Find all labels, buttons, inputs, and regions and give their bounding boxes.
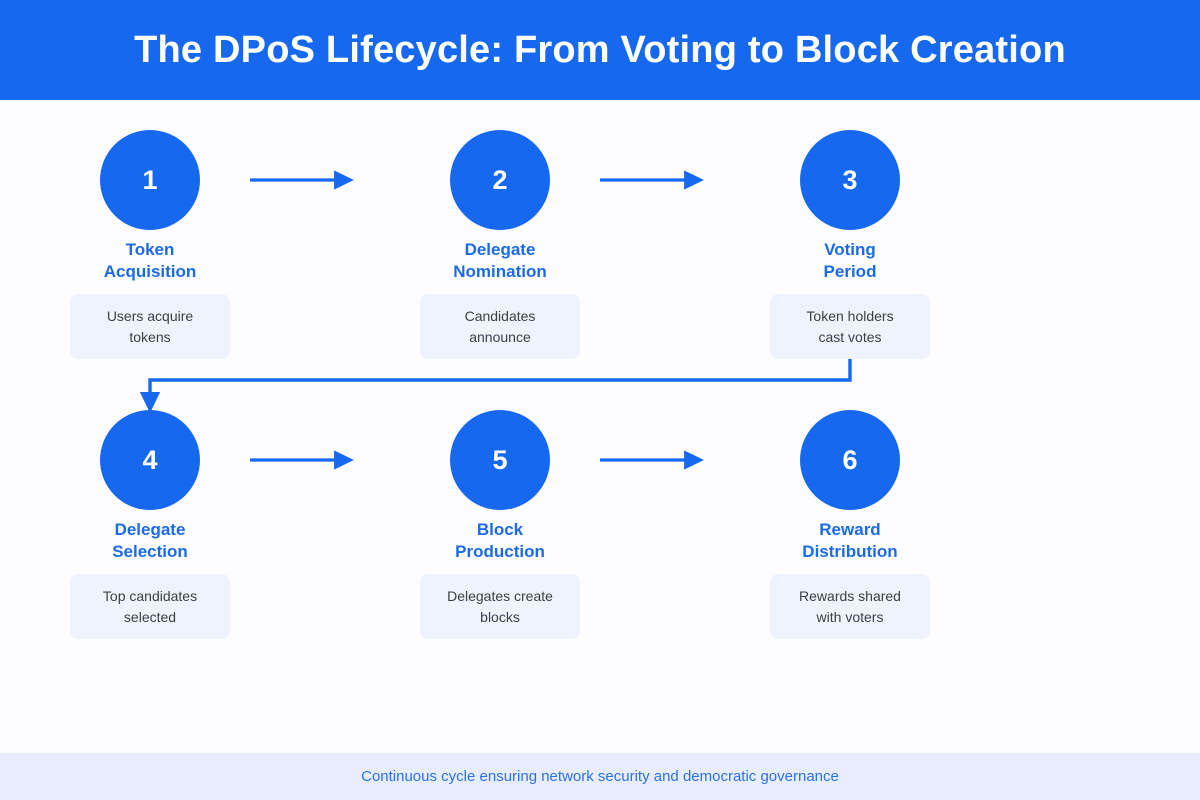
step-description-2-line2: announce [469,328,531,345]
step-label-1: Token Acquisition [40,239,260,283]
step-circle-6[interactable]: 6 [800,410,900,510]
step-label-3-line2: Period [823,262,877,281]
step-circle-2[interactable]: 2 [450,130,550,230]
step-number-6: 6 [842,444,858,475]
step-description-3-line2: cast votes [818,328,882,345]
step-description-card-6: Rewards shared with voters [770,574,930,639]
diagram-canvas: 1 Token Acquisition Users acquire tokens… [0,100,1200,753]
step-description-6-line2: with voters [816,608,884,625]
step-number-1: 1 [142,164,158,195]
step-description-text-3: Token holders cast votes [798,306,901,348]
footer-banner: Continuous cycle ensuring network securi… [0,753,1200,800]
step-circle-3[interactable]: 3 [800,130,900,230]
step-label-2-line1: Delegate [464,240,536,259]
flow-node-3[interactable]: 3 Voting Period Token holders cast votes [740,130,960,359]
step-label-5-line1: Block [476,520,524,539]
step-description-5-line2: blocks [480,608,520,625]
step-circle-5[interactable]: 5 [450,410,550,510]
step-number-4: 4 [142,444,158,475]
step-description-card-2: Candidates announce [420,294,580,359]
flow-node-6[interactable]: 6 Reward Distribution Rewards shared wit… [740,410,960,639]
step-description-4-line2: selected [123,608,177,625]
step-label-2-line2: Nomination [453,262,547,281]
flow-node-1[interactable]: 1 Token Acquisition Users acquire tokens [40,130,260,359]
step-number-3: 3 [842,164,858,195]
step-description-1-line2: tokens [129,328,171,345]
step-label-3-line1: Voting [824,240,876,259]
step-description-6-line1: Rewards shared [799,587,901,604]
step-label-4: Delegate Selection [40,519,260,563]
step-description-text-1: Users acquire tokens [99,306,201,348]
step-description-2-line1: Candidates [464,307,536,324]
step-description-text-2: Candidates announce [457,306,544,348]
step-label-1-line2: Acquisition [103,262,197,281]
flow-node-5[interactable]: 5 Block Production Delegates create bloc… [390,410,610,639]
step-label-2: Delegate Nomination [390,239,610,283]
step-circle-1[interactable]: 1 [100,130,200,230]
step-description-card-3: Token holders cast votes [770,294,930,359]
step-description-card-5: Delegates create blocks [420,574,580,639]
header-banner: The DPoS Lifecycle: From Voting to Block… [0,0,1200,100]
footer-caption: Continuous cycle ensuring network securi… [361,768,839,785]
step-description-4-line1: Top candidates [102,587,198,604]
step-label-5-line2: Production [455,542,545,561]
step-description-3-line1: Token holders [806,307,894,324]
step-number-5: 5 [492,444,508,475]
step-label-4-line1: Delegate [114,520,186,539]
step-description-card-4: Top candidates selected [70,574,230,639]
step-label-5: Block Production [390,519,610,563]
step-label-1-line1: Token [125,240,175,259]
step-description-text-4: Top candidates selected [95,586,205,628]
step-description-5-line1: Delegates create [447,587,553,604]
step-label-4-line2: Selection [112,542,188,561]
step-description-text-5: Delegates create blocks [439,586,561,628]
step-label-6-line1: Reward [819,520,881,539]
step-description-1-line1: Users acquire [106,307,194,324]
step-number-2: 2 [492,164,508,195]
flow-node-4[interactable]: 4 Delegate Selection Top candidates sele… [40,410,260,639]
step-description-text-6: Rewards shared with voters [791,586,909,628]
step-label-3: Voting Period [740,239,960,283]
step-label-6: Reward Distribution [740,519,960,563]
step-circle-4[interactable]: 4 [100,410,200,510]
step-label-6-line2: Distribution [802,542,898,561]
page-title: The DPoS Lifecycle: From Voting to Block… [134,29,1066,71]
step-description-card-1: Users acquire tokens [70,294,230,359]
flow-node-2[interactable]: 2 Delegate Nomination Candidates announc… [390,130,610,359]
